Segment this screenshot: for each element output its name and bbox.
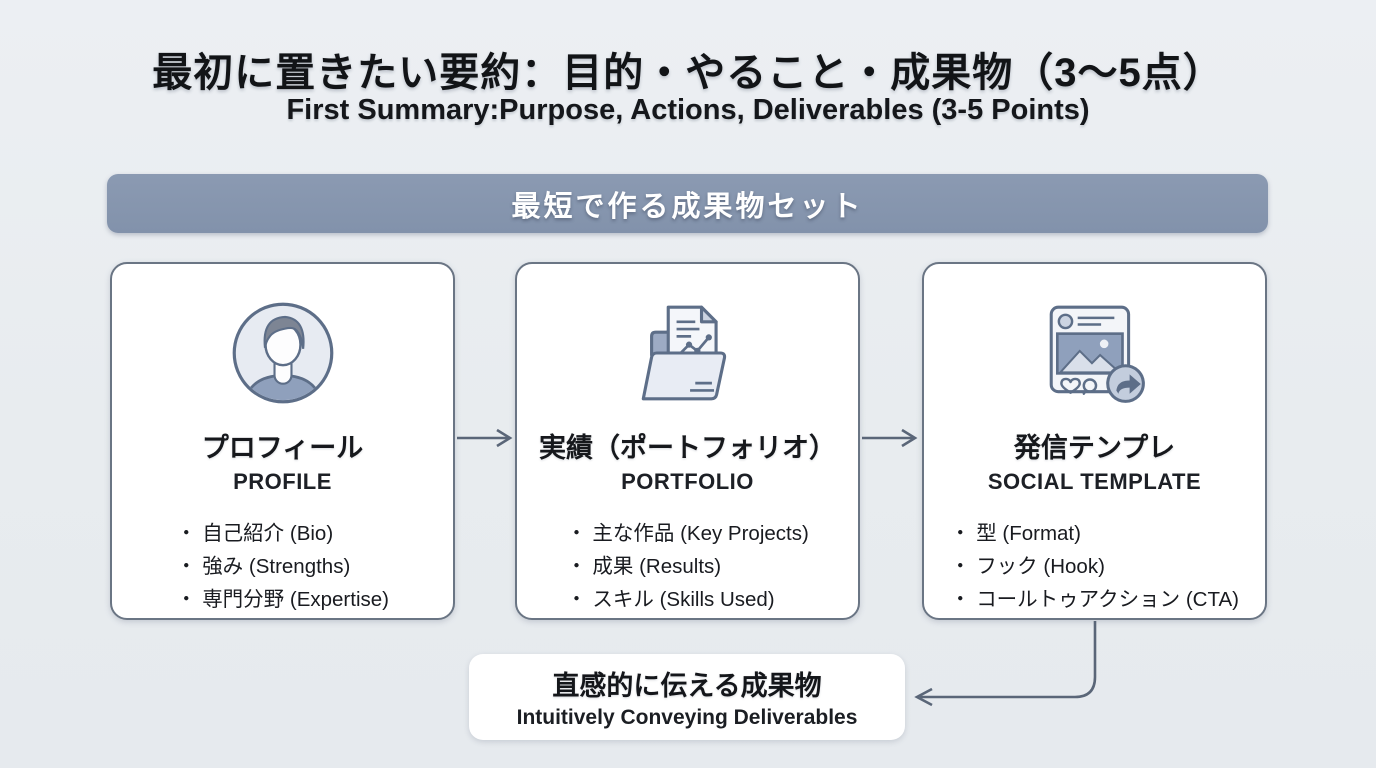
bullet-item: 自己紹介 (Bio) bbox=[176, 517, 389, 550]
card-portfolio-bullets: 主な作品 (Key Projects) 成果 (Results) スキル (Sk… bbox=[566, 517, 809, 616]
bullet-item: 主な作品 (Key Projects) bbox=[566, 517, 808, 550]
bullet-item: 成果 (Results) bbox=[566, 550, 809, 583]
portfolio-folder-icon bbox=[630, 296, 746, 410]
bullet-item: スキル (Skills Used) bbox=[566, 583, 809, 616]
arrow-social-to-result bbox=[914, 621, 1097, 707]
card-profile: プロフィール PROFILE 自己紹介 (Bio) 強み (Strengths)… bbox=[110, 262, 455, 620]
card-portfolio: 実績（ポートフォリオ） PORTFOLIO 主な作品 (Key Projects… bbox=[515, 262, 860, 620]
deliverables-set-banner: 最短で作る成果物セット bbox=[107, 174, 1268, 233]
social-post-icon bbox=[1039, 296, 1151, 410]
card-profile-title-en: PROFILE bbox=[233, 469, 332, 494]
card-portfolio-title-ja: 実績（ポートフォリオ） bbox=[539, 433, 836, 463]
page-subtitle: First Summary:Purpose, Actions, Delivera… bbox=[286, 94, 1090, 126]
arrow-profile-to-portfolio bbox=[457, 428, 513, 448]
card-portfolio-title-en: PORTFOLIO bbox=[621, 469, 754, 494]
result-title-en: Intuitively Conveying Deliverables bbox=[516, 706, 858, 729]
bullet-item: 型 (Format) bbox=[950, 517, 1239, 550]
bullet-item: コールトゥアクション (CTA) bbox=[950, 583, 1239, 616]
avatar-icon bbox=[230, 296, 336, 410]
card-social-template: 発信テンプレ SOCIAL TEMPLATE 型 (Format) フック (H… bbox=[922, 262, 1267, 620]
card-profile-title-ja: プロフィール bbox=[201, 433, 364, 463]
banner-label: 最短で作る成果物セット bbox=[511, 190, 864, 223]
bullet-item: 強み (Strengths) bbox=[176, 550, 389, 583]
result-title-ja: 直感的に伝える成果物 bbox=[552, 671, 822, 701]
arrow-portfolio-to-social bbox=[862, 428, 918, 448]
card-profile-bullets: 自己紹介 (Bio) 強み (Strengths) 専門分野 (Expertis… bbox=[176, 517, 389, 616]
card-social-bullets: 型 (Format) フック (Hook) コールトゥアクション (CTA) bbox=[950, 517, 1239, 616]
card-social-title-en: SOCIAL TEMPLATE bbox=[987, 469, 1202, 494]
bullet-item: フック (Hook) bbox=[950, 550, 1239, 583]
bullet-item: 専門分野 (Expertise) bbox=[176, 583, 389, 616]
result-box: 直感的に伝える成果物 Intuitively Conveying Deliver… bbox=[469, 654, 905, 740]
card-social-title-ja: 発信テンプレ bbox=[1013, 433, 1176, 463]
page-title: 最初に置きたい要約：目的・やること・成果物（3〜5点） bbox=[152, 51, 1224, 95]
